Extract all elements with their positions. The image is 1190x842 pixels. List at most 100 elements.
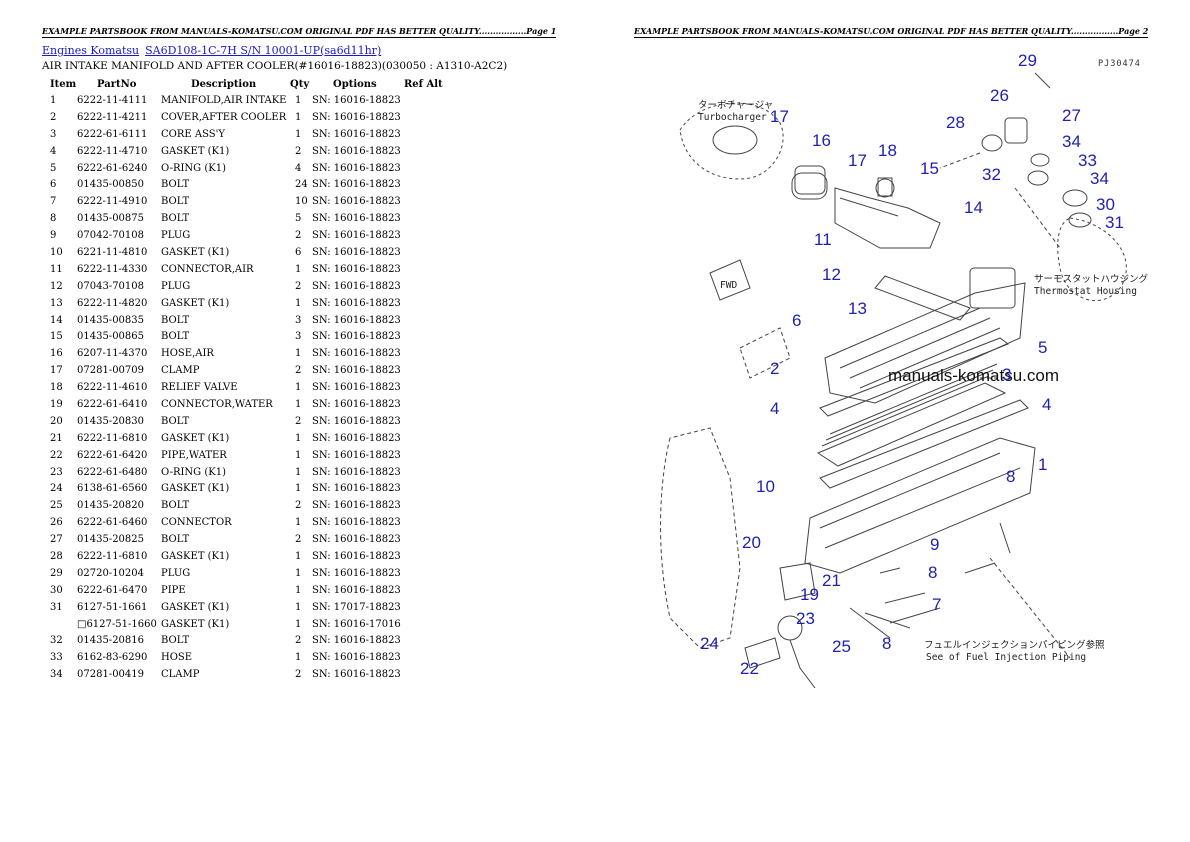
options-cell: SN: 16016-18823 (312, 398, 401, 410)
callout-number: 8 (1006, 467, 1015, 486)
qty-cell: 2 (295, 145, 302, 157)
options-cell: SN: 16016-18823 (312, 246, 401, 258)
description-cell: GASKET (K1) (161, 618, 230, 630)
item-cell: 16 (50, 348, 63, 360)
parts-table: Item PartNo Description Qty Options Ref … (42, 76, 454, 683)
item-cell: 3 (50, 128, 57, 140)
options-cell: SN: 16016-18823 (312, 635, 401, 647)
ref-alt-cell (404, 464, 454, 481)
item-cell: 25 (50, 500, 63, 512)
callout-number: 34 (1062, 132, 1081, 151)
ref-alt-cell (404, 295, 454, 312)
partno-cell: 6222-61-6410 (77, 398, 148, 410)
diagram-code: PJ30474 (1098, 59, 1141, 69)
options-cell: SN: 16016-18823 (312, 297, 401, 309)
callout-number: 19 (800, 585, 819, 604)
ref-alt-cell (404, 210, 454, 227)
breadcrumb-link-engines[interactable]: Engines Komatsu (42, 44, 140, 57)
description-cell: HOSE,AIR (161, 348, 214, 360)
qty-cell: 2 (295, 365, 302, 377)
callout-number: 31 (1105, 213, 1124, 232)
partno-cell: 6222-11-4910 (77, 196, 148, 208)
description-cell: BOLT (161, 415, 190, 427)
callout-number: 17 (848, 151, 867, 170)
partno-cell: 07043-70108 (77, 280, 145, 292)
item-cell: 21 (50, 432, 63, 444)
callout-number: 30 (1096, 195, 1115, 214)
ref-alt-cell (404, 126, 454, 143)
options-cell: SN: 16016-18823 (312, 500, 401, 512)
qty-cell: 5 (295, 213, 302, 225)
ref-alt-cell (404, 413, 454, 430)
item-cell: 17 (50, 365, 63, 377)
item-cell: 10 (50, 246, 63, 258)
item-cell: 30 (50, 584, 63, 596)
partno-cell: 6222-61-6460 (77, 517, 148, 529)
partno-cell: 6222-11-4710 (77, 145, 148, 157)
item-cell: 7 (50, 196, 57, 208)
item-cell: 32 (50, 635, 63, 647)
options-cell: SN: 16016-18823 (312, 314, 401, 326)
ref-alt-cell (404, 514, 454, 531)
qty-cell: 2 (295, 534, 302, 546)
item-cell: 34 (50, 669, 63, 681)
callout-number: 10 (756, 477, 775, 496)
description-cell: GASKET (K1) (161, 432, 230, 444)
assembly-title: AIR INTAKE MANIFOLD AND AFTER COOLER(#16… (42, 60, 508, 72)
callout-number: 32 (982, 165, 1001, 184)
options-cell: SN: 16016-18823 (312, 213, 401, 225)
callout-number: 20 (742, 533, 761, 552)
ref-alt-cell (404, 497, 454, 514)
description-cell: PIPE (161, 584, 186, 596)
item-cell: 29 (50, 567, 63, 579)
options-cell: SN: 16016-18823 (312, 128, 401, 140)
ref-alt-cell (404, 480, 454, 497)
options-cell: SN: 17017-18823 (312, 601, 401, 613)
callout-number: 23 (796, 609, 815, 628)
parts-table-header: Item PartNo Description Qty Options Ref … (42, 76, 454, 92)
partno-cell: 02720-10204 (77, 567, 145, 579)
callout-number: 7 (932, 595, 941, 614)
description-cell: GASKET (K1) (161, 550, 230, 562)
description-cell: MANIFOLD,AIR INTAKE (161, 94, 287, 106)
qty-cell: 2 (295, 230, 302, 242)
breadcrumb-link-model[interactable]: SA6D108-1C-7H S/N 10001-UP(sa6d11hr) (145, 44, 382, 57)
partno-cell: 01435-00835 (77, 314, 145, 326)
ref-alt-cell (404, 227, 454, 244)
callout-number: 28 (946, 113, 965, 132)
qty-cell: 1 (295, 297, 302, 309)
qty-cell: 1 (295, 449, 302, 461)
qty-cell: 1 (295, 382, 302, 394)
options-cell: SN: 16016-18823 (312, 567, 401, 579)
ref-alt-cell (404, 362, 454, 379)
qty-cell: 1 (295, 128, 302, 140)
item-cell: 2 (50, 111, 57, 123)
qty-cell: 1 (295, 111, 302, 123)
qty-cell: 1 (295, 652, 302, 664)
fuel-piping-note-en: See of Fuel Injection Piping (926, 652, 1086, 663)
options-cell: SN: 16016-18823 (312, 230, 401, 242)
description-cell: O-RING (K1) (161, 162, 226, 174)
options-cell: SN: 16016-18823 (312, 280, 401, 292)
callout-number: 21 (822, 571, 841, 590)
description-cell: GASKET (K1) (161, 145, 230, 157)
partno-cell: 01435-20820 (77, 500, 145, 512)
options-cell: SN: 16016-18823 (312, 415, 401, 427)
fwd-label: FWD (720, 280, 737, 291)
description-cell: BOLT (161, 635, 190, 647)
options-cell: SN: 16016-18823 (312, 584, 401, 596)
options-cell: SN: 16016-18823 (312, 432, 401, 444)
callout-number: 24 (700, 634, 719, 653)
callout-number: 25 (832, 637, 851, 656)
